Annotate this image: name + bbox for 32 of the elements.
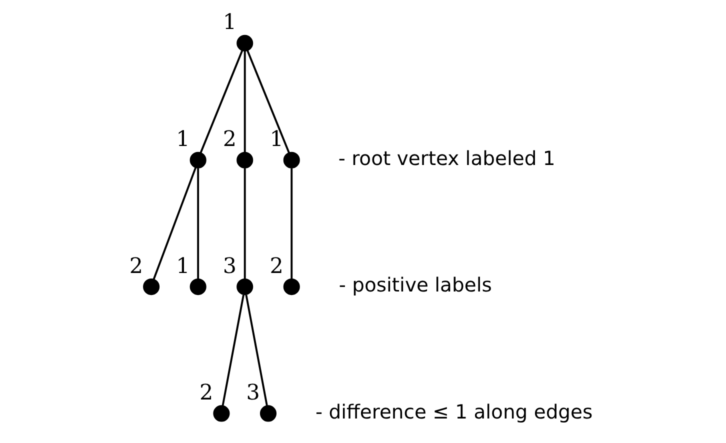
node-circle xyxy=(143,278,160,296)
node-label: 3 xyxy=(246,380,260,406)
node-label: 1 xyxy=(176,127,190,152)
connector xyxy=(244,168,246,279)
node-circle xyxy=(283,278,300,296)
connector xyxy=(152,167,196,280)
connector xyxy=(246,50,290,154)
node-label: 2 xyxy=(129,254,144,279)
node-label: 1 xyxy=(270,127,284,152)
label: - positive labels xyxy=(338,274,492,297)
node-label: 3 xyxy=(222,254,237,279)
node-label: 1 xyxy=(176,254,190,279)
node-circle xyxy=(190,278,206,296)
node-label: 2 xyxy=(222,127,237,152)
node-circle xyxy=(236,152,254,168)
node-label: 2 xyxy=(200,380,214,406)
label: - root vertex labeled 1 xyxy=(338,146,556,170)
connector xyxy=(244,51,246,152)
node-circle xyxy=(236,34,254,52)
node-label: 2 xyxy=(270,254,284,279)
label: - difference ≤ 1 along edges xyxy=(315,400,593,424)
node-circle xyxy=(236,278,254,296)
node-circle xyxy=(260,405,277,422)
connector xyxy=(245,294,268,406)
node-label: 1 xyxy=(222,10,237,36)
connector xyxy=(197,168,200,279)
node-circle xyxy=(190,152,206,168)
connector xyxy=(290,168,293,279)
node-circle xyxy=(213,405,230,422)
node-circle xyxy=(283,152,300,168)
connector xyxy=(222,294,244,406)
connector xyxy=(200,50,244,154)
